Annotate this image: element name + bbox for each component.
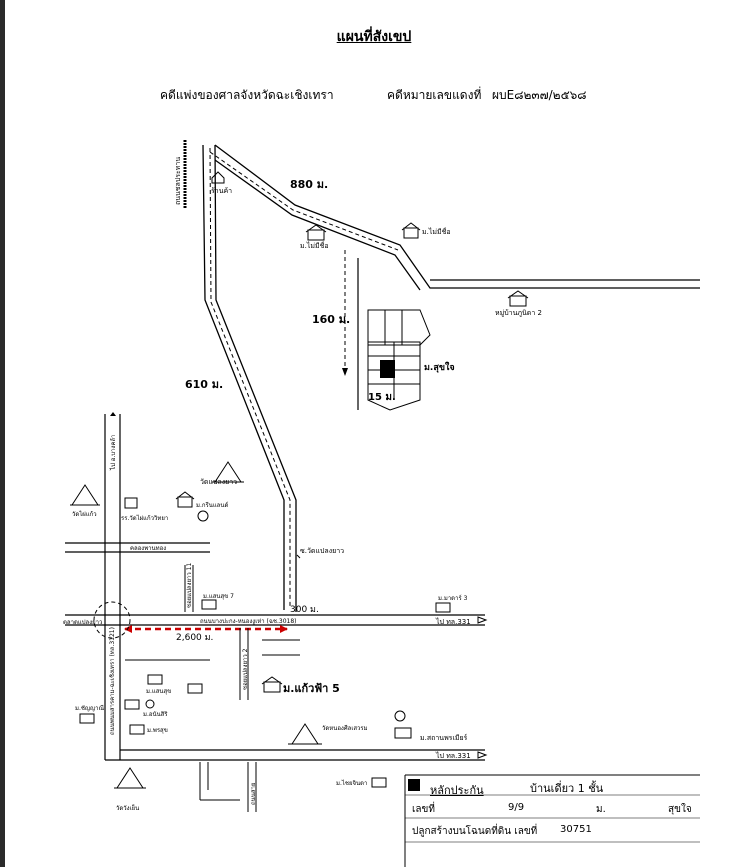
label-canal: คลองพานทอง xyxy=(130,545,166,552)
marker-1 xyxy=(197,510,209,522)
page-title: แผนที่สังเขป xyxy=(336,29,412,45)
legend-black-square xyxy=(408,779,420,791)
label-anan: ม.อนันสิริ xyxy=(143,711,168,718)
arrow-to-331-bottom xyxy=(477,751,488,759)
road-to-village-lower xyxy=(214,159,421,291)
soi-pointer xyxy=(296,554,301,559)
house-icon-moo2 xyxy=(507,290,529,307)
label-to-331-bottom: ไป ทล.331 xyxy=(435,751,471,760)
house-icon-chai xyxy=(371,777,387,788)
label-soi-plaeng-yao: ซ.วัดแปลงยาว xyxy=(300,547,344,555)
house-icon-kaewfa xyxy=(261,676,283,693)
label-shop: ร้านค้า xyxy=(211,187,232,195)
temple-icon-nongsri xyxy=(288,723,322,745)
label-to-331-top: ไป ทล.331 xyxy=(435,617,471,626)
label-school: รร.วัดไผ่แก้ววิทยา xyxy=(121,514,168,522)
marker-3 xyxy=(394,710,406,722)
label-to-bangkla: ไป อ.บางคล้า xyxy=(109,435,117,471)
distance-610: 610 ม. xyxy=(185,378,223,391)
house-icon-unnamed-top xyxy=(401,222,421,239)
access-road-right-edge xyxy=(214,144,297,612)
label-chai: ม.ไชยจินดา xyxy=(336,779,367,787)
arrow-to-331-top xyxy=(477,616,488,624)
route-arrow-head xyxy=(342,368,348,376)
legend-title: หลักประกัน xyxy=(430,784,484,797)
label-saensuk: ม.แสนสุข xyxy=(146,688,171,695)
access-road-left-edge xyxy=(202,144,285,610)
house-icon-mata xyxy=(435,602,451,613)
label-chanya: ม.ชัญญาณี xyxy=(75,704,105,712)
label-plus: ม.แสนสุข 7 xyxy=(203,593,234,600)
legend-deed-value: 30751 xyxy=(560,824,592,835)
house-icon-shop xyxy=(211,171,225,184)
distance-15: 15 ม. xyxy=(368,392,396,403)
house-icon-unnamed-left xyxy=(305,224,327,241)
case-number: ผบE๘๒๓๗/๒๕๖๘ xyxy=(492,88,587,102)
court-name: คดีแพ่งของศาลจังหวัดฉะเชิงเทรา xyxy=(160,88,334,102)
label-road-left: ถนนพนมสารคาม-ฉะเชิงเทรา (ทล.3121) xyxy=(109,627,116,735)
distance-2600: 2,600 ม. xyxy=(176,633,213,643)
temple-icon-bottom xyxy=(114,767,146,789)
house-icon-pornsuk-2 xyxy=(129,724,145,735)
route-red-arrow-right xyxy=(280,625,288,633)
distance-300: 300 ม. xyxy=(290,605,319,615)
label-unnamed-left: ม.ไม่มีชื่อ xyxy=(300,241,329,250)
legend-deed-label: ปลูกสร้างบนโฉนดที่ดิน เลขที่ xyxy=(412,826,538,837)
label-green: ม.กรีนแลนด์ xyxy=(196,501,228,509)
legend-box: หลักประกัน บ้านเดี่ยว 1 ชั้น เลขที่ 9/9 … xyxy=(400,772,700,867)
north-road-label: ถนนชลประทาน xyxy=(174,157,182,205)
label-main-road: ถนนบางปะกง-หนองงูเห่า (ฉช.3018) xyxy=(200,618,297,625)
route-dashed-diagonal xyxy=(209,151,399,251)
label-temple-plaeng-yao: วัดแปลงยาว xyxy=(200,478,237,486)
house-icon-green xyxy=(175,491,195,508)
collateral-plot-marker xyxy=(380,360,395,378)
label-pornsuk: ม.พรสุข xyxy=(147,727,168,734)
label-sub-soi: ซอยแปลงยาว 11 xyxy=(186,563,193,608)
house-icon-anan xyxy=(124,699,140,710)
label-temple-nongsri: วัดหนองศีลเสวรม xyxy=(322,724,368,732)
label-kaewfa: ม.แก้วฟ้า 5 xyxy=(283,682,340,695)
label-temple-wai-kru: วัดไผ่แก้ว xyxy=(72,510,97,518)
label-mata: ม.มาดาร์ 3 xyxy=(438,594,468,602)
left-frame-border xyxy=(0,0,5,867)
subdivision-plots xyxy=(367,309,431,411)
legend-no-label: เลขที่ xyxy=(412,804,435,815)
distance-160: 160 ม. xyxy=(312,313,350,326)
label-moo2: หมู่บ้านภูนิดา 2 xyxy=(495,309,542,317)
distance-880: 880 ม. xyxy=(290,178,328,191)
house-icon-santhiya xyxy=(394,727,412,739)
route-dashed-vertical xyxy=(209,147,291,608)
label-sukjai: ม.สุขใจ xyxy=(424,361,455,373)
road-to-village-upper xyxy=(214,144,700,289)
house-icon-saensuk xyxy=(147,674,163,685)
label-bottom-road: ถนนสาย xyxy=(250,783,257,805)
house-icon-plus xyxy=(201,599,217,610)
house-icon-pornsuk xyxy=(187,683,203,694)
label-santhiya: ม.สถานพรเมียร์ xyxy=(420,734,468,742)
legend-village-value: สุขใจ xyxy=(668,804,692,815)
legend-moo-label: ม. xyxy=(596,804,606,815)
label-soi-2: ซอยแปลงยาว 2 xyxy=(242,648,249,690)
temple-icon-plaeng-yao xyxy=(212,461,244,483)
label-unnamed-top: ม.ไม่มีชื่อ xyxy=(422,227,451,236)
case-label: คดีหมายเลขแดงที่ xyxy=(387,88,482,102)
house-icon-chanya xyxy=(79,713,95,724)
arrow-to-bangkla xyxy=(110,412,116,416)
temple-icon-wai-kru xyxy=(70,484,100,506)
market-circle xyxy=(93,601,131,639)
label-market: ตลาดแปลงยาว xyxy=(63,619,102,626)
marker-2 xyxy=(145,699,155,709)
school-icon xyxy=(124,497,138,509)
label-temple-bottom: วัดวังเย็น xyxy=(116,803,139,812)
legend-no-value: 9/9 xyxy=(508,802,525,813)
legend-type: บ้านเดี่ยว 1 ชั้น xyxy=(530,782,604,795)
